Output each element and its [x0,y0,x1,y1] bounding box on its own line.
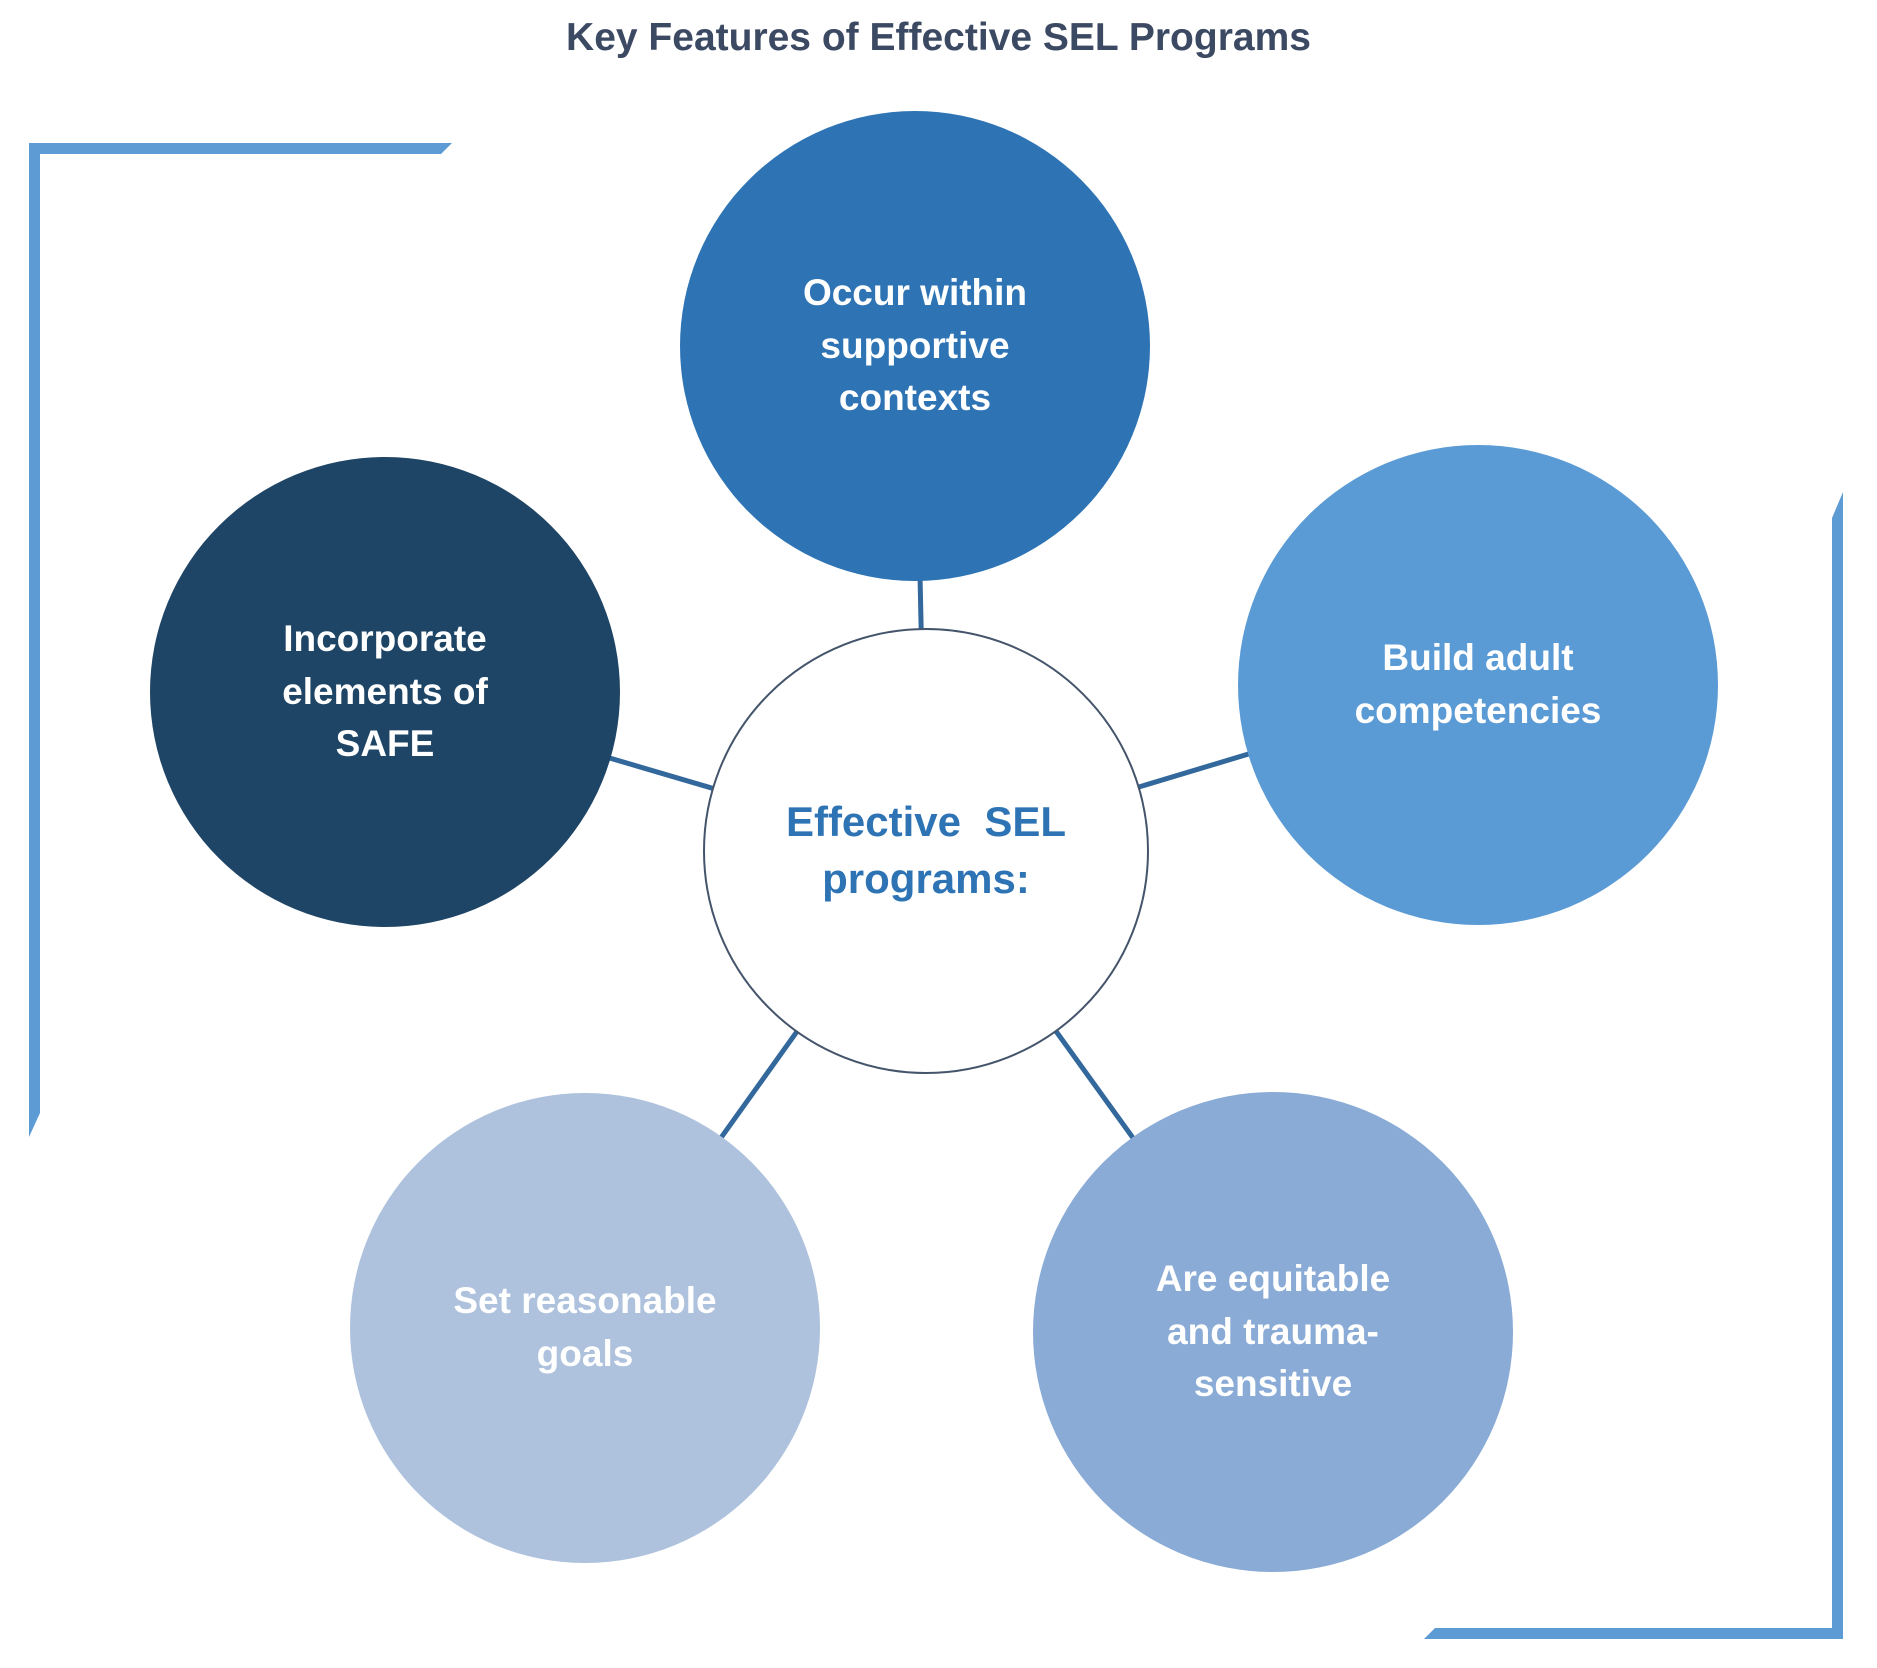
node-incorporate-elements-of-safe: Incorporate elements of SAFE [150,457,620,927]
diagram-title: Key Features of Effective SEL Programs [566,16,1311,59]
node-label-incorporate-elements-of-safe: Incorporate elements of SAFE [282,618,488,765]
node-effective-sel-programs-hub: Effective SEL programs: [703,628,1149,1074]
node-occur-within-supportive-contexts: Occur within supportive contexts [680,111,1150,581]
node-label-set-reasonable-goals: Set reasonable goals [453,1280,717,1374]
node-are-equitable-and-trauma-sensitive: Are equitable and trauma- sensitive [1033,1092,1513,1572]
node-label-are-equitable-and-trauma-sensitive: Are equitable and trauma- sensitive [1155,1258,1391,1405]
node-build-adult-competencies: Build adult competencies [1238,445,1718,925]
node-label-occur-within-supportive-contexts: Occur within supportive contexts [802,272,1028,419]
node-label-build-adult-competencies: Build adult competencies [1354,637,1602,731]
node-label-effective-sel-programs: Effective SEL programs: [785,798,1067,902]
node-set-reasonable-goals: Set reasonable goals [350,1093,820,1563]
